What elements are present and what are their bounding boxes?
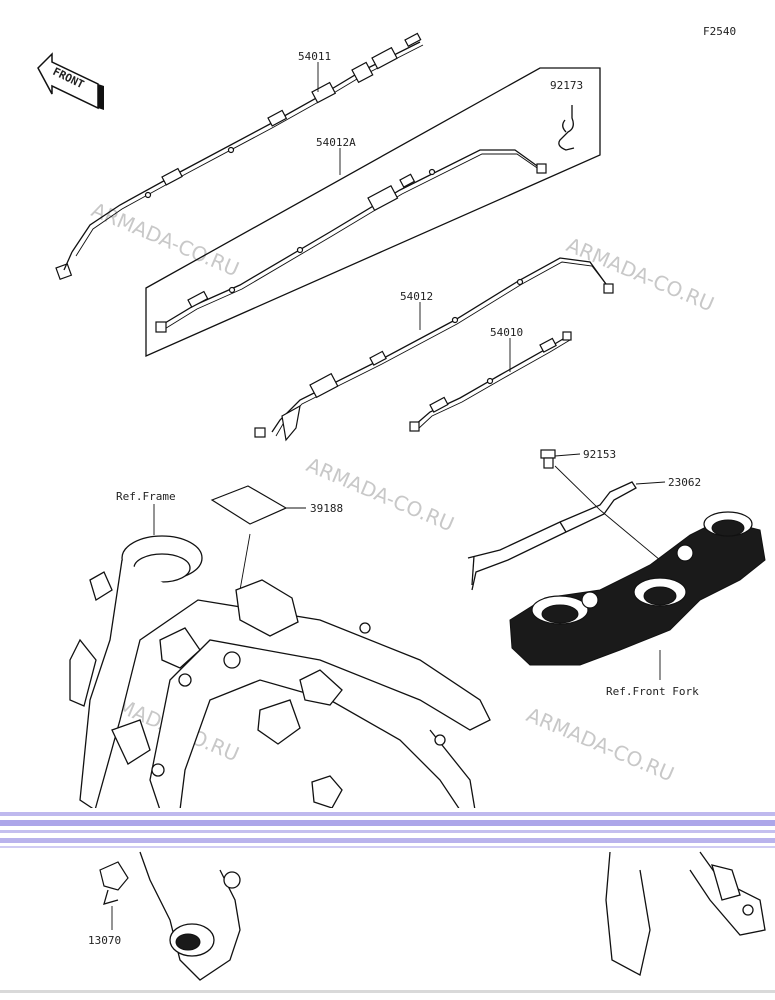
watermark-4: ARMADA-CO.RU [523, 703, 678, 787]
bracket-23062 [467, 465, 666, 591]
label-ref-frame: Ref.Frame [116, 490, 176, 503]
label-39188: 39188 [310, 502, 343, 515]
cable-54011 [55, 32, 424, 281]
front-arrow-icon: FRONT [37, 52, 104, 110]
watermark-2: ARMADA-CO.RU [563, 233, 718, 317]
label-13070: 13070 [88, 934, 121, 947]
label-54011: 54011 [298, 50, 331, 63]
bottom-noise [0, 990, 775, 993]
bolt-92153 [540, 449, 581, 469]
cable-54010 [409, 331, 572, 432]
label-54012: 54012 [400, 290, 433, 303]
top-clamp [509, 511, 766, 680]
label-sheet-39188 [210, 485, 306, 591]
label-92153: 92153 [583, 448, 616, 461]
scan-band [0, 808, 775, 854]
cable-54012A [155, 149, 547, 333]
figure-code: F2540 [703, 25, 736, 38]
frame-lower [139, 851, 766, 981]
label-54010: 54010 [490, 326, 523, 339]
label-54012A: 54012A [316, 136, 356, 149]
watermark-3: ARMADA-CO.RU [303, 453, 458, 537]
clip-92173 [558, 105, 575, 151]
label-23062: 23062 [668, 476, 701, 489]
frame [69, 535, 491, 812]
bracket-13070 [99, 861, 129, 930]
label-ref-front-fork: Ref.Front Fork [606, 685, 699, 698]
group-box [145, 67, 601, 357]
cable-54012 [254, 257, 614, 442]
label-92173: 92173 [550, 79, 583, 92]
